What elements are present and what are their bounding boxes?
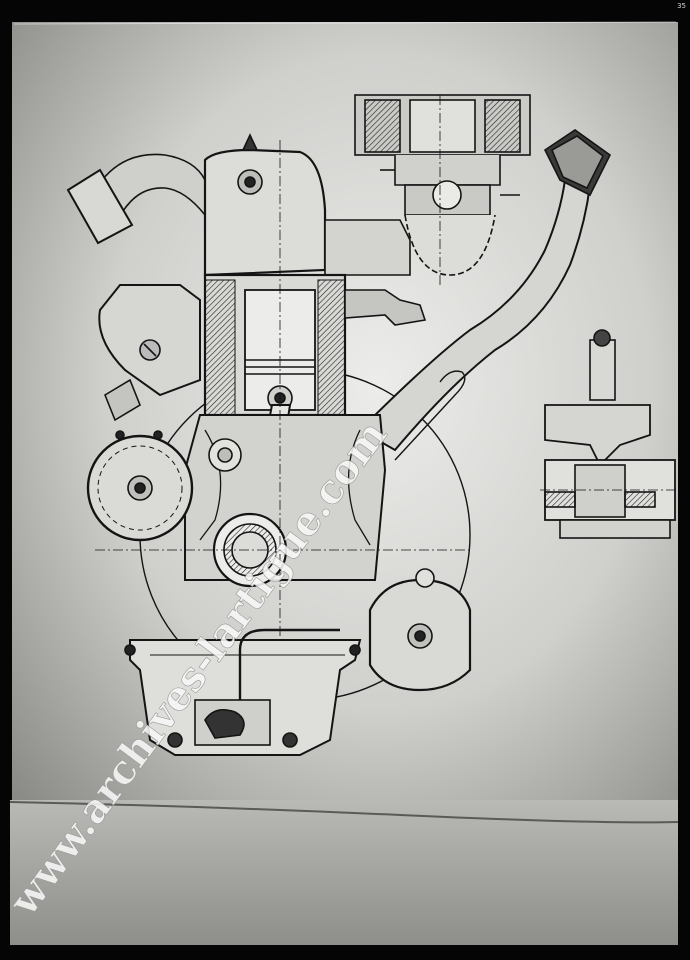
dipstick — [394, 370, 466, 461]
cylinder-wall-right — [317, 279, 346, 416]
corner-mark: 35 — [677, 2, 686, 10]
cylinder-wall-left — [204, 279, 236, 416]
crankshaft-icon — [212, 512, 288, 588]
starter-motor-icon — [368, 568, 472, 692]
lower-paper-sheet — [10, 800, 678, 945]
oil-pickup-tube — [238, 628, 340, 700]
engine-cross-section — [66, 94, 680, 756]
oil-pan-icon — [129, 628, 362, 756]
intake-flange — [66, 168, 134, 245]
pump-icon — [86, 434, 194, 542]
hose-fitting — [104, 378, 141, 422]
cylinder-head — [203, 148, 327, 277]
paper-fold-line — [9, 801, 679, 824]
exhaust-flange-icon — [543, 129, 612, 197]
carburetor-icon — [354, 94, 531, 276]
inlet-manifold — [324, 219, 411, 276]
top-paper-edge — [13, 21, 677, 25]
spark-plug-icon — [344, 289, 427, 326]
